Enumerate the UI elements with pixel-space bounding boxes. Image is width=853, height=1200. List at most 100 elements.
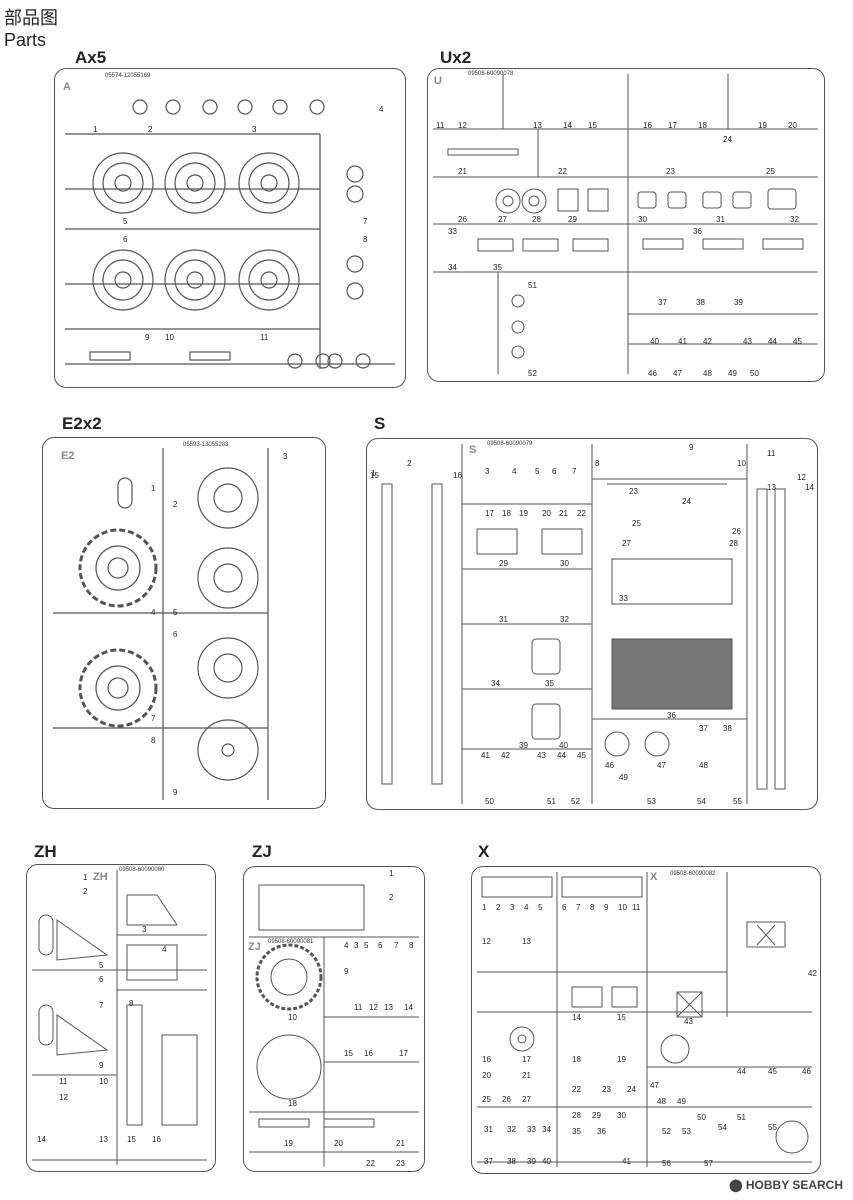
part-number: 14 (563, 121, 572, 130)
part-number: 21 (559, 509, 568, 518)
part-number: 4 (379, 105, 384, 114)
part-number: 19 (284, 1139, 293, 1148)
part-number: 13 (533, 121, 542, 130)
sprue-e2-letter: E2 (61, 450, 75, 462)
part-number: 15 (344, 1049, 353, 1058)
part-number: 4 (162, 945, 167, 954)
part-number: 8 (595, 459, 600, 468)
part-number: 40 (542, 1157, 551, 1166)
sprue-zj-code: 09508-60090081 (268, 939, 314, 945)
sprue-x-title: X (478, 842, 490, 861)
part-number: 38 (723, 724, 732, 733)
part-number: 6 (173, 630, 178, 639)
sprue-s-drawing (381, 444, 786, 804)
part-number: 14 (805, 483, 814, 492)
sprue-a-letter: A (63, 81, 71, 93)
part-number: 14 (572, 1013, 581, 1022)
part-number: 5 (173, 608, 178, 617)
part-number: 24 (682, 497, 691, 506)
part-number: 12 (458, 121, 467, 130)
sprue-x-letter: X (650, 871, 658, 883)
sprue-zh-frame: ZH 09508-60090080 1 2 3 4 5 6 7 8 9 10 1… (26, 864, 216, 1172)
part-number: 52 (662, 1127, 671, 1136)
part-number: 21 (458, 167, 467, 176)
sprue-e2-drawing (53, 448, 269, 800)
part-number: 46 (605, 761, 614, 770)
sprue-x-code: 09508-60090082 (670, 871, 716, 877)
part-number: 1 (389, 869, 394, 878)
sprocket-icon (78, 528, 158, 728)
part-number: 7 (576, 903, 581, 912)
part-number: 49 (728, 369, 737, 378)
part-number: 6 (99, 975, 104, 984)
part-number: 35 (493, 263, 502, 272)
part-number: 37 (484, 1157, 493, 1166)
part-number: 38 (696, 298, 705, 307)
part-number: 32 (507, 1125, 516, 1134)
sprue-zj-title: ZJ (252, 842, 272, 861)
part-number: 48 (699, 761, 708, 770)
part-number: 11 (632, 903, 641, 912)
part-number: 31 (716, 215, 725, 224)
part-number: 7 (363, 217, 368, 226)
part-number: 41 (481, 751, 490, 760)
sprue-s-letter: S (469, 444, 477, 456)
part-number: 3 (283, 452, 288, 461)
part-number: 34 (448, 263, 457, 272)
part-number: 9 (145, 333, 150, 342)
sprue-u-drawing (433, 74, 818, 374)
part-number: 39 (734, 298, 743, 307)
sprue-s-frame: S 09508-60090079 1 2 3 4 5 6 7 8 9 10 11… (366, 438, 818, 810)
sprue-zj-frame: ZJ 09508-60090081 1 2 3 4 5 6 7 8 9 10 1… (243, 866, 425, 1172)
part-number: 12 (369, 1003, 378, 1012)
part-number: 5 (123, 217, 128, 226)
part-number: 41 (622, 1157, 631, 1166)
part-number: 42 (501, 751, 510, 760)
part-number: 51 (737, 1113, 746, 1122)
part-number: 5 (535, 467, 540, 476)
part-number: 16 (482, 1055, 491, 1064)
part-number: 17 (399, 1049, 408, 1058)
part-number: 43 (743, 337, 752, 346)
part-number: 2 (496, 903, 501, 912)
part-number: 37 (658, 298, 667, 307)
part-number: 50 (697, 1113, 706, 1122)
part-number: 11 (59, 1077, 68, 1086)
part-number: 40 (559, 741, 568, 750)
part-number: 30 (617, 1111, 626, 1120)
part-number: 3 (142, 925, 147, 934)
part-number: 22 (572, 1085, 581, 1094)
part-number: 52 (571, 797, 580, 806)
part-number: 32 (560, 615, 569, 624)
part-number: 17 (485, 509, 494, 518)
part-number: 50 (750, 369, 759, 378)
part-number: 33 (619, 594, 628, 603)
part-number: 23 (666, 167, 675, 176)
part-number: 44 (768, 337, 777, 346)
part-number: 46 (648, 369, 657, 378)
part-number: 22 (366, 1159, 375, 1168)
part-number: 6 (378, 941, 383, 950)
part-number: 36 (667, 711, 676, 720)
part-number: 26 (502, 1095, 511, 1104)
part-number: 25 (766, 167, 775, 176)
part-number: 12 (59, 1093, 68, 1102)
part-number: 23 (602, 1085, 611, 1094)
part-number: 44 (557, 751, 566, 760)
part-number: 45 (793, 337, 802, 346)
part-number: 15 (588, 121, 597, 130)
part-number: 55 (768, 1123, 777, 1132)
part-number: 17 (668, 121, 677, 130)
sprue-e2-code: 05593-13055283 (183, 442, 229, 448)
part-number: 29 (592, 1111, 601, 1120)
part-number: 1 (482, 903, 487, 912)
part-number: 25 (482, 1095, 491, 1104)
part-number: 49 (619, 773, 628, 782)
part-number: 10 (165, 333, 174, 342)
part-number: 33 (448, 227, 457, 236)
road-wheel-icon (92, 152, 300, 311)
part-number: 10 (737, 459, 746, 468)
part-number: 20 (482, 1071, 491, 1080)
part-number: 22 (558, 167, 567, 176)
part-number: 35 (572, 1127, 581, 1136)
